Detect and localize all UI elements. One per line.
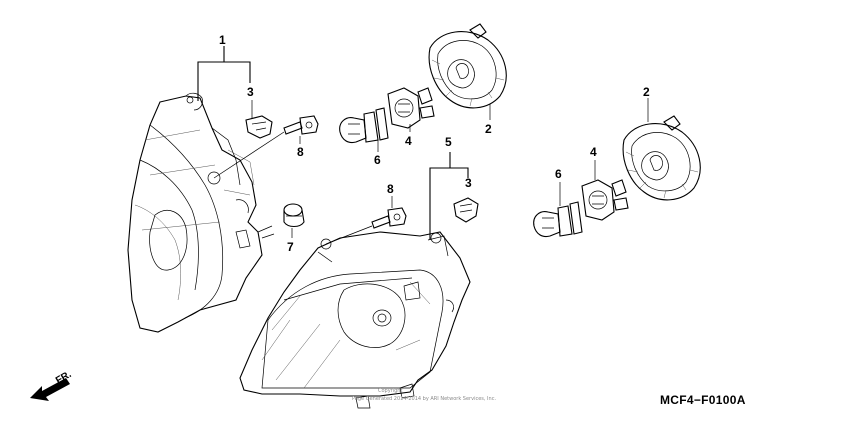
socket-right[interactable] (581, 179, 629, 221)
callout-screw-center: 8 (387, 182, 394, 196)
callout-socket-right: 4 (590, 145, 597, 159)
socket-upper[interactable] (387, 87, 435, 129)
callout-dust-cover-upper: 2 (485, 122, 492, 136)
copyright-line-1: Copyright (378, 388, 402, 394)
screw-center[interactable] (371, 207, 407, 229)
callout-headlight-left: 1 (219, 33, 226, 47)
callout-bulb-upper: 6 (374, 153, 381, 167)
callout-grommet: 7 (287, 240, 294, 254)
callout-dust-cover-right: 2 (643, 85, 650, 99)
clip-left[interactable] (245, 115, 273, 139)
callout-screw-left: 8 (297, 145, 304, 159)
bulb-upper[interactable] (339, 107, 389, 144)
callout-clip-left: 3 (247, 85, 254, 99)
clip-right[interactable] (453, 197, 479, 223)
bulb-right[interactable] (533, 201, 583, 238)
dust-cover-upper[interactable] (428, 23, 507, 109)
callout-bulb-right: 6 (555, 167, 562, 181)
callout-headlight-right: 5 (445, 135, 452, 149)
headlight-unit-left[interactable] (127, 92, 275, 333)
screw-left[interactable] (283, 115, 319, 135)
callout-socket-upper: 4 (405, 134, 412, 148)
copyright-line-2: Page Generated 2014-2014 by ARI Network … (352, 396, 496, 402)
front-direction-arrow: FR. (30, 369, 74, 401)
front-direction-label: FR. (54, 369, 74, 387)
grommet[interactable] (283, 203, 305, 228)
diagram-code: MCF4−F0100A (660, 393, 746, 407)
headlight-unit-right[interactable] (239, 231, 471, 409)
dust-cover-right[interactable] (622, 115, 701, 201)
callout-clip-right: 3 (465, 176, 472, 190)
